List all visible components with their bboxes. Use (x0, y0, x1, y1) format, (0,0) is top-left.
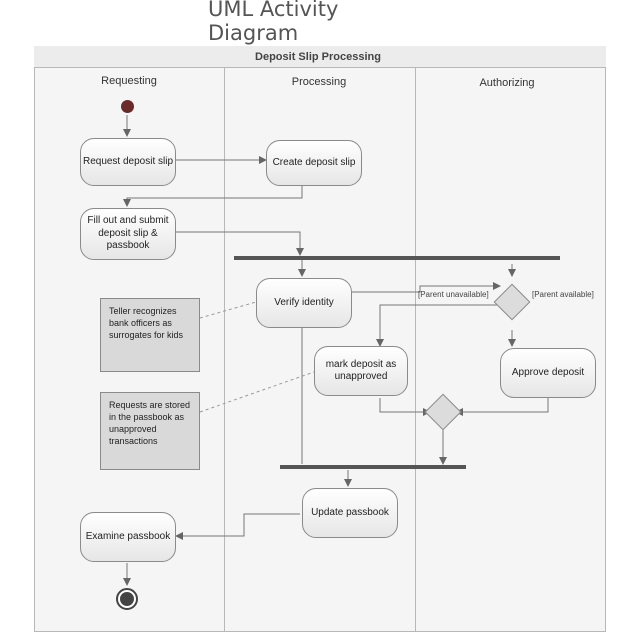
activity-create-deposit-slip[interactable]: Create deposit slip (266, 140, 362, 186)
activity-examine-passbook[interactable]: Examine passbook (80, 512, 176, 562)
final-node-core (120, 592, 134, 606)
flow-mark-to-merge (379, 398, 431, 416)
flow-verify-to-decision (352, 282, 501, 293)
fork-bar-top (234, 256, 560, 260)
condition-parent-available: [Parent available] (532, 290, 594, 299)
flow-approve-to-merge (455, 398, 549, 416)
condition-parent-unavailable: [Parent unavailable] (418, 290, 489, 299)
pool-header (34, 46, 606, 68)
final-node (116, 588, 138, 610)
lane-divider (224, 68, 225, 632)
pool-title: Deposit Slip Processing (255, 51, 381, 63)
initial-node (121, 100, 134, 113)
lane-label-requesting: Requesting (101, 75, 157, 87)
flow-decision-to-mark (376, 304, 500, 347)
activity-update-passbook[interactable]: Update passbook (302, 488, 398, 538)
activity-verify-identity[interactable]: Verify identity (256, 278, 352, 328)
flow-update-to-examine (175, 513, 300, 540)
flow-create-to-fill (123, 185, 303, 207)
note1-anchor (199, 301, 257, 319)
activity-fill-out-deposit-slip[interactable]: Fill out and submit deposit slip & passb… (80, 208, 176, 260)
lane-label-processing: Processing (291, 76, 347, 88)
activity-request-deposit-slip[interactable]: Request deposit slip (80, 138, 176, 186)
note2-anchor (199, 371, 315, 413)
activity-approve-deposit[interactable]: Approve deposit (500, 348, 596, 398)
flow-fill-to-fork (176, 231, 304, 256)
join-bar (280, 465, 466, 469)
lane-label-authorizing: Authorizing (479, 77, 535, 89)
lane-divider (415, 68, 416, 632)
note-requests-stored: Requests are stored in the passbook as u… (100, 392, 200, 470)
activity-mark-deposit-unapproved[interactable]: mark deposit as unapproved (314, 346, 408, 396)
note-teller-recognizes: Teller recognizes bank officers as surro… (100, 298, 200, 372)
